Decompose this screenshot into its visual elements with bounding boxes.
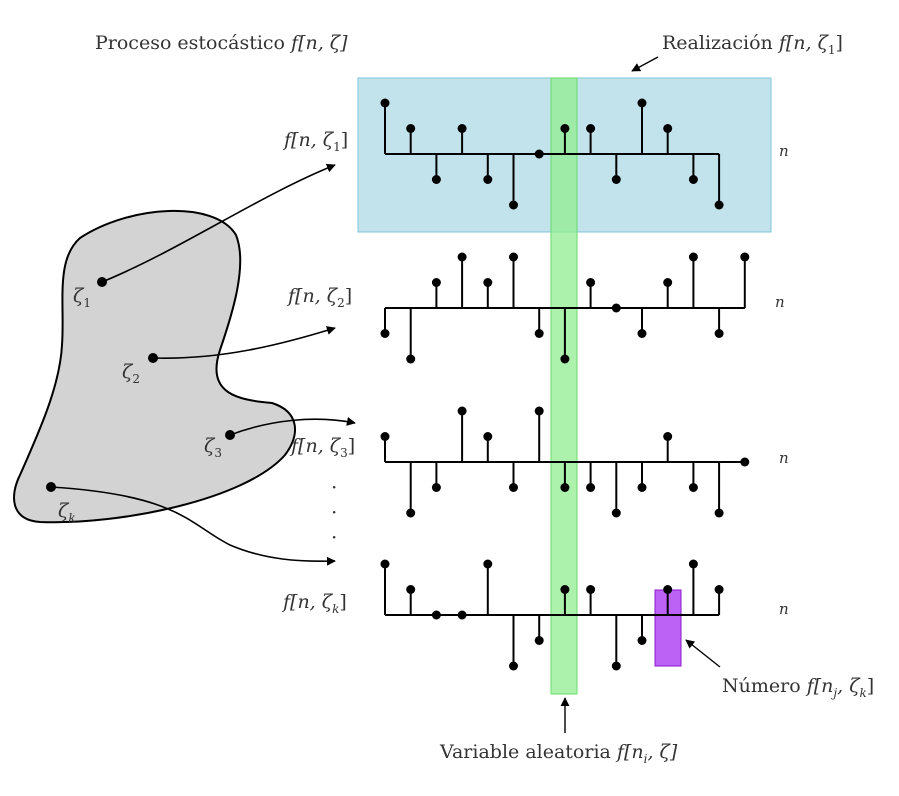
ellipsis-dot-1: · — [331, 475, 337, 499]
sample-point-3-label: ζ3 — [204, 435, 222, 460]
sequence-4-sample-12 — [688, 559, 698, 569]
sequence-1-axis-label: n — [779, 142, 789, 160]
sequence-3-sample-13 — [714, 508, 724, 518]
sequence-2-sample-8 — [586, 278, 596, 287]
sequence-1-sample-13 — [714, 200, 724, 210]
sequence-3-sample-12 — [688, 483, 698, 492]
sequence-1-label: f[n, ζ1] — [282, 129, 348, 154]
sequence-1-sample-9 — [611, 175, 621, 184]
number-callout-arrow — [685, 639, 721, 668]
sequence-3-sample-11 — [663, 432, 673, 441]
sequence-3-label: f[n, ζ3] — [289, 435, 355, 460]
sequence-2-sample-11 — [663, 278, 673, 287]
sequence-3-sample-1 — [406, 508, 416, 518]
sequence-4-sample-5 — [509, 661, 518, 671]
sequence-4-sample-13 — [714, 585, 724, 594]
sequence-1-sample-10 — [637, 98, 647, 108]
sequence-3-sample-0 — [380, 432, 390, 441]
sequence-2-sample-10 — [637, 329, 647, 338]
sequence-2-sample-1 — [406, 354, 416, 364]
sequence-2-sample-12 — [688, 252, 698, 262]
sequence-4-sample-1 — [406, 585, 416, 594]
realization-callout-arrow — [631, 56, 659, 72]
sequence-4-sample-8 — [586, 585, 596, 594]
sample-point-1-label: ζ1 — [73, 285, 91, 310]
sequence-3-sample-10 — [637, 483, 647, 492]
sequence-4-sample-9 — [611, 661, 621, 671]
sequence-3-sample-6 — [534, 406, 544, 416]
sequence-1-sample-3 — [457, 124, 467, 133]
sequence-4-sample-4 — [483, 559, 493, 569]
sequence-3-sample-5 — [509, 483, 518, 492]
sequence-2-sample-13 — [714, 329, 724, 338]
sequence-1-sample-12 — [688, 175, 698, 184]
sequence-3-sample-9 — [611, 508, 621, 518]
sequence-1-sample-2 — [431, 175, 441, 184]
sequence-2-sample-7 — [560, 354, 570, 364]
sequence-1-sample-0 — [380, 98, 390, 108]
sequence-1-sample-8 — [586, 124, 596, 133]
sequence-2-sample-5 — [509, 252, 518, 262]
sequence-3-axis-label: n — [779, 449, 789, 467]
mapping-arrow-k — [50, 486, 336, 566]
mapping-arrow-3 — [229, 417, 356, 436]
sequence-1-sample-5 — [509, 200, 518, 210]
sample-space-blob — [13, 210, 296, 524]
sequence-3-sample-14 — [740, 457, 750, 467]
sequence-1-sample-6 — [534, 149, 544, 159]
mapping-arrow-2 — [152, 326, 336, 359]
sequence-2-label: f[n, ζ2] — [286, 285, 352, 310]
sequence-2-sample-3 — [457, 252, 467, 262]
mapping-arrow-1 — [101, 163, 336, 283]
sequence-2-sample-6 — [534, 329, 544, 338]
sequence-2-sample-4 — [483, 278, 493, 287]
sequence-2-sample-0 — [380, 329, 390, 338]
diagram-title: Proceso estocástico f[n, ζ] — [95, 32, 348, 54]
sequence-1-sample-11 — [663, 124, 673, 133]
stem-plots — [380, 98, 750, 671]
sequence-2-axis-label: n — [775, 293, 785, 311]
sequence-3-sample-4 — [483, 432, 493, 441]
sequence-4-sample-2 — [431, 610, 441, 620]
sequence-3-sample-3 — [457, 406, 467, 416]
sequence-4-sample-0 — [380, 559, 390, 569]
sequence-4-sample-10 — [637, 636, 647, 645]
sequence-3-sample-7 — [560, 483, 570, 492]
number-label: Número f[nj, ζk] — [722, 675, 874, 700]
sequence-k-label: f[n, ζk] — [281, 591, 347, 616]
random-variable-label: Variable aleatoria f[ni, ζ] — [439, 741, 678, 766]
sequence-4-sample-7 — [560, 585, 570, 594]
sequence-3-sample-2 — [431, 483, 441, 492]
sequence-4-sample-11 — [663, 585, 673, 594]
sequence-2-sample-9 — [611, 303, 621, 313]
sequence-4-sample-3 — [457, 610, 467, 620]
sequence-k-axis-label: n — [779, 600, 789, 618]
sample-point-k-label: ζk — [58, 500, 76, 525]
sequence-2-sample-14 — [740, 252, 750, 262]
sequence-1-sample-4 — [483, 175, 493, 184]
sequence-3-sample-8 — [586, 483, 596, 492]
ellipsis-dot-2: · — [331, 500, 337, 524]
sequence-4-sample-6 — [534, 636, 544, 645]
ellipsis-dot-3: · — [331, 525, 337, 549]
sequence-1-sample-7 — [560, 124, 570, 133]
sample-point-2-label: ζ2 — [122, 361, 140, 386]
sequence-2-sample-2 — [431, 278, 441, 287]
realization-label: Realización f[n, ζ1] — [662, 32, 843, 57]
sequence-1-sample-1 — [406, 124, 416, 133]
